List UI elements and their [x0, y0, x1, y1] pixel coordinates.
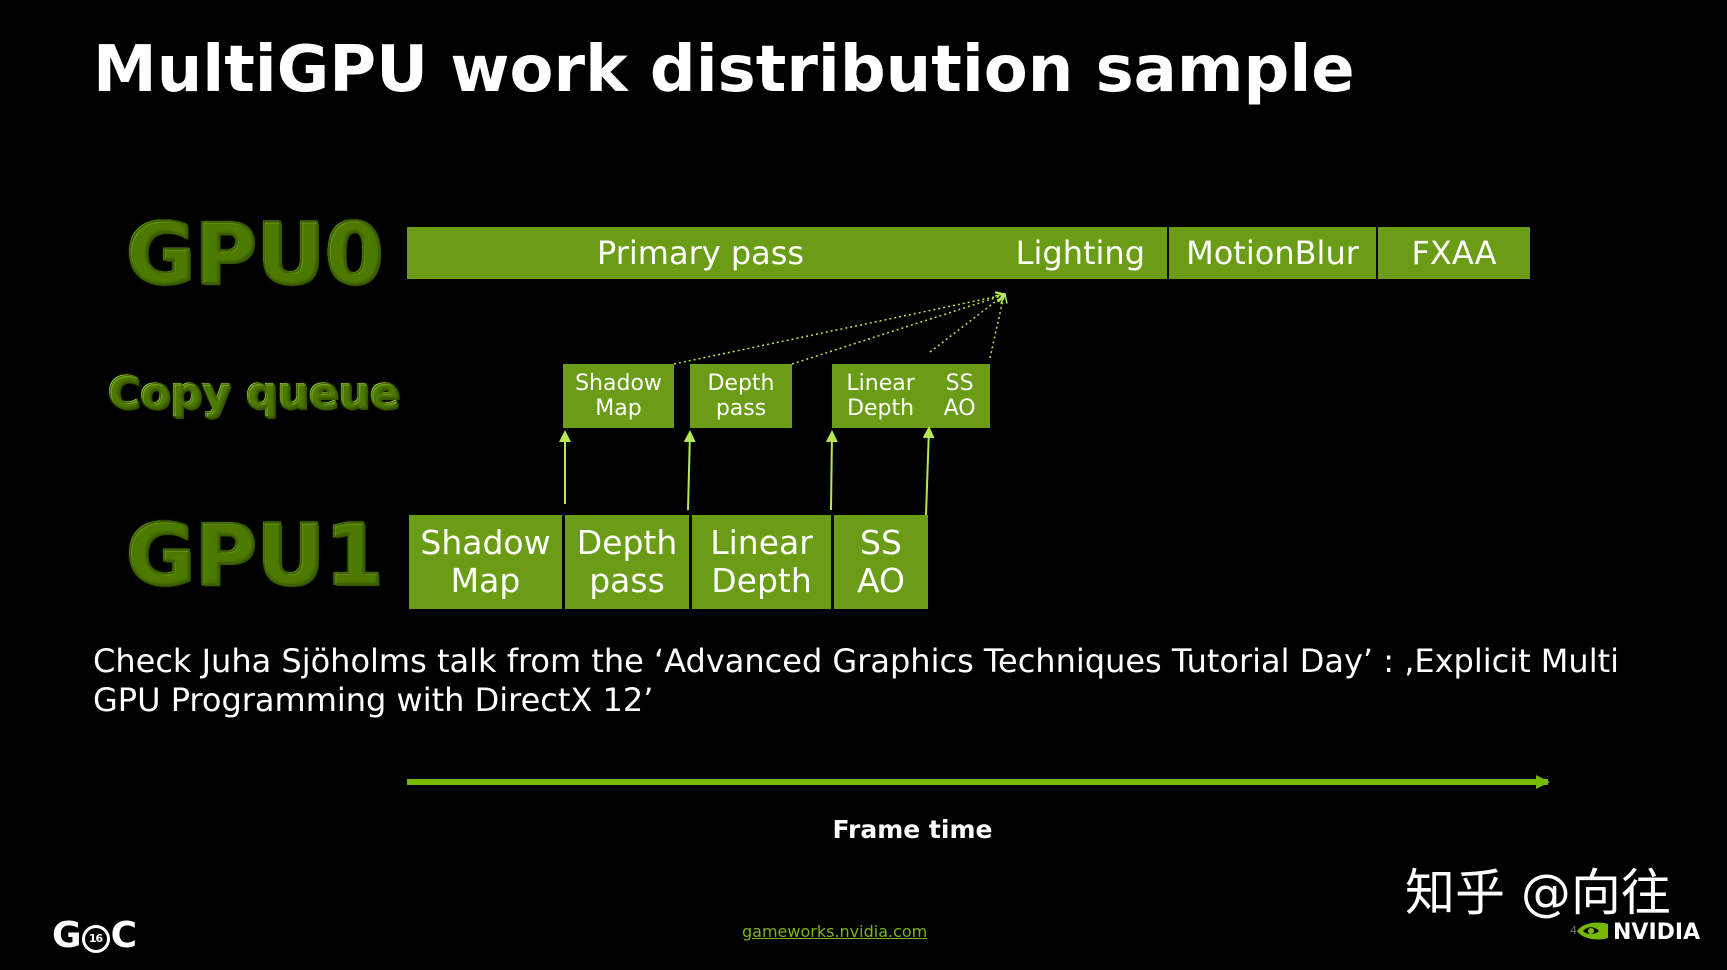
gpu1-ssao-block: SS AO: [834, 515, 928, 609]
gpu0-primary-pass-block: Primary pass Lighting: [407, 227, 1167, 279]
copy-shadow-map-line1: Shadow: [575, 371, 662, 396]
fxaa-label: FXAA: [1411, 234, 1497, 272]
copy-linear-depth-line1: Linear: [846, 371, 915, 396]
nvidia-wordmark: NVIDIA: [1613, 920, 1701, 945]
copy-shadow-map-line2: Map: [595, 396, 642, 421]
nvidia-eye-icon: [1575, 920, 1609, 946]
slide-title: MultiGPU work distribution sample: [93, 33, 1355, 107]
arrow-depth-pass-copy: [683, 430, 696, 511]
gdc-logo-c: C: [110, 915, 137, 956]
gpu1-ssao-line2: AO: [857, 561, 905, 600]
copy-queue-label: Copy queue: [108, 368, 401, 419]
copy-ssao-column: SS AO: [944, 371, 976, 421]
arrow-shadow-map-lighting: [673, 295, 1004, 365]
gpu1-depth-pass-block: Depth pass: [565, 515, 689, 609]
gpu0-motionblur-block: MotionBlur: [1169, 227, 1376, 279]
gpu1-ssao-line1: SS: [860, 523, 902, 562]
gpu1-shadow-map-line2: Map: [450, 561, 521, 600]
copy-depth-pass-line1: Depth: [707, 371, 775, 396]
frame-time-label: Frame time: [832, 815, 993, 844]
copy-ssao-line1: SS: [945, 371, 974, 396]
arrow-ssao-copy: [922, 426, 935, 516]
copy-linear-depth-line2: Depth: [847, 396, 915, 421]
gpu0-label: GPU0: [125, 205, 384, 303]
gpu1-linear-depth-line1: Linear: [710, 523, 813, 562]
reference-note: Check Juha Sjöholms talk from the ‘Advan…: [93, 642, 1620, 719]
copy-shadow-map-block: Shadow Map: [563, 364, 674, 428]
zhihu-watermark: 知乎 @向往: [1405, 864, 1671, 922]
arrow-ssao-lighting: [989, 295, 1004, 359]
gameworks-link[interactable]: gameworks.nvidia.com: [742, 922, 928, 941]
copy-linear-depth-ssao-block: Linear Depth SS AO: [832, 364, 990, 428]
gpu1-label: GPU1: [125, 506, 384, 604]
gdc-logo-g: G: [52, 915, 82, 956]
gpu1-shadow-map-line1: Shadow: [420, 523, 551, 562]
primary-pass-label: Primary pass: [597, 234, 805, 272]
page-number: 4: [1570, 924, 1577, 937]
gpu1-shadow-map-block: Shadow Map: [409, 515, 562, 609]
gpu0-fxaa-block: FXAA: [1378, 227, 1530, 279]
copy-ssao-line2: AO: [943, 396, 976, 421]
gpu1-depth-pass-line1: Depth: [576, 523, 678, 562]
gpu1-linear-depth-block: Linear Depth: [692, 515, 831, 609]
lighting-label: Lighting: [1015, 234, 1145, 272]
nvidia-logo: NVIDIA: [1575, 920, 1700, 946]
copy-linear-depth-column: Linear Depth: [846, 371, 914, 421]
copy-depth-pass-block: Depth pass: [690, 364, 792, 428]
arrow-linear-depth-lighting: [929, 295, 1004, 353]
gdc-logo-year: 16: [81, 925, 110, 953]
arrow-linear-depth-copy: [825, 430, 838, 511]
gpu1-depth-pass-line2: pass: [589, 561, 665, 600]
arrow-depth-pass-lighting: [791, 295, 1004, 365]
gpu1-linear-depth-line2: Depth: [711, 561, 812, 600]
motionblur-label: MotionBlur: [1186, 234, 1359, 272]
copy-depth-pass-line2: pass: [715, 396, 767, 421]
